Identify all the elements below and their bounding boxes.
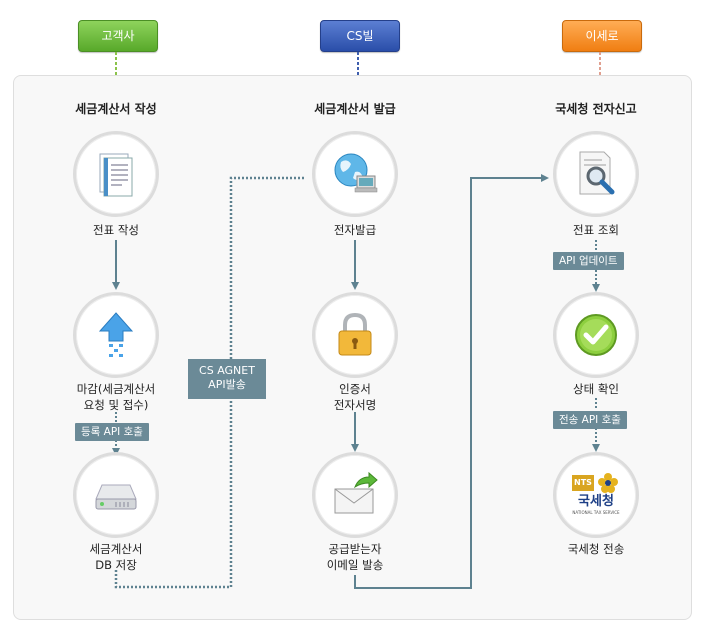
csagnet-note: CS AGNET API발송 (188, 359, 266, 399)
magnifier-document-icon (579, 151, 615, 195)
close-label: 마감(세금계산서 요청 및 접수) (46, 381, 186, 413)
customer-header-button[interactable]: 고객사 (78, 20, 158, 52)
cert-label-line1: 인증서 (339, 382, 371, 396)
email-label-line2: 이메일 발송 (326, 558, 384, 572)
padlock-icon (338, 312, 372, 356)
hard-drive-icon (95, 484, 137, 510)
globe-computer-icon (334, 153, 378, 193)
right-column-title: 국세청 전자신고 (555, 102, 637, 116)
email-circle (312, 452, 398, 538)
email-label: 공급받는자 이메일 발송 (285, 541, 425, 573)
close-label-line1: 마감(세금계산서 (76, 382, 156, 396)
nts-logo-icon: NTS 국세청 NATIONAL TAX SERVICE (570, 473, 622, 519)
middle-column-title: 세금계산서 발급 (314, 102, 396, 116)
cert-circle (312, 292, 398, 378)
left-column-title: 세금계산서 작성 (75, 102, 157, 116)
nts-flower-icon (598, 473, 618, 493)
api-update-tag: API 업데이트 (553, 252, 624, 270)
db-label: 세금계산서 DB 저장 (46, 541, 186, 573)
cert-label-line2: 전자서명 (333, 398, 377, 412)
email-label-line1: 공급받는자 (328, 542, 382, 556)
nts-circle: NTS 국세청 NATIONAL TAX SERVICE (553, 452, 639, 538)
send-api-tag: 전송 API 호출 (553, 411, 627, 429)
status-check-circle (553, 292, 639, 378)
nts-logo-sub: NATIONAL TAX SERVICE (572, 510, 620, 515)
nts-logo-box: NTS (572, 475, 594, 491)
note-line1: CS AGNET (199, 364, 255, 377)
db-label-line1: 세금계산서 (89, 542, 143, 556)
checkmark-icon (575, 314, 617, 356)
dotted-path-db-to-issue (114, 176, 305, 589)
e-issue-circle (312, 131, 398, 217)
close-circle (73, 292, 159, 378)
db-label-line2: DB 저장 (95, 558, 137, 572)
solid-path-email-to-lookup (354, 174, 549, 589)
voucher-lookup-label: 전표 조회 (573, 223, 619, 237)
cert-label: 인증서 전자서명 (285, 381, 425, 413)
eseroe-header-button[interactable]: 이세로 (562, 20, 642, 52)
note-line2: API발송 (208, 378, 246, 391)
status-check-label: 상태 확인 (573, 382, 619, 396)
nts-send-label: 국세청 전송 (567, 542, 625, 556)
e-issue-label: 전자발급 (333, 223, 377, 237)
voucher-write-circle (73, 131, 159, 217)
upload-arrow-icon (98, 312, 134, 357)
document-icon (99, 153, 133, 197)
envelope-icon (334, 471, 378, 514)
voucher-write-label: 전표 작성 (93, 223, 139, 237)
close-label-line2: 요청 및 접수) (83, 398, 149, 412)
register-api-tag: 등록 API 호출 (75, 423, 149, 441)
csbill-header-button[interactable]: CS빌 (320, 20, 400, 52)
nts-logo-name: 국세청 (578, 494, 614, 509)
voucher-lookup-circle (553, 131, 639, 217)
db-circle (73, 452, 159, 538)
